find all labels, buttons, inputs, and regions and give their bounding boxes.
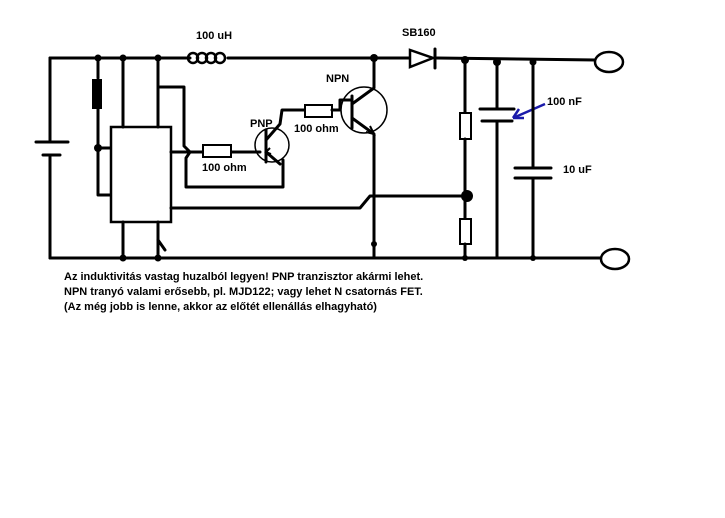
sense-resistor	[92, 56, 114, 197]
notes-block: Az induktivitás vastag huzalból legyen! …	[64, 270, 534, 315]
npn-transistor	[340, 56, 388, 260]
cap-large-label: 10 uF	[563, 164, 592, 176]
diode	[408, 47, 437, 70]
note-line: Az induktivitás vastag huzalból legyen! …	[64, 271, 424, 283]
inductor-label: 100 uH	[196, 30, 232, 42]
resistor-npn-base	[304, 98, 354, 118]
npn-label: NPN	[326, 73, 349, 85]
battery	[34, 56, 70, 260]
controller-ic	[109, 56, 173, 262]
resistor-pnp-base	[202, 144, 232, 158]
top-rail	[48, 56, 598, 62]
cap-small-label: 100 nF	[547, 96, 582, 108]
junction-dot	[462, 255, 468, 261]
output-terminal-negative	[599, 247, 631, 271]
inductor	[186, 51, 227, 65]
feedback-divider	[459, 58, 473, 260]
pnp-transistor	[254, 108, 307, 166]
output-terminal-positive	[593, 50, 625, 74]
junction-dot	[94, 54, 102, 62]
note-line: (Az még jobb is lenne, akkor az előtét e…	[64, 301, 377, 313]
arrow-icon	[511, 102, 546, 120]
capacitor-10uf	[513, 60, 553, 260]
capacitor-100nf	[478, 60, 516, 260]
diode-label: SB160	[402, 27, 436, 39]
junction-dot	[371, 241, 377, 247]
note-line: NPN tranyó valami erősebb, pl. MJD122; v…	[64, 286, 423, 298]
drive-wires	[158, 85, 467, 210]
pnp-label: PNP	[250, 118, 273, 130]
resistor-pnp-label: 100 ohm	[202, 162, 247, 174]
resistor-npn-label: 100 ohm	[294, 123, 339, 135]
junction-dot	[530, 255, 536, 261]
